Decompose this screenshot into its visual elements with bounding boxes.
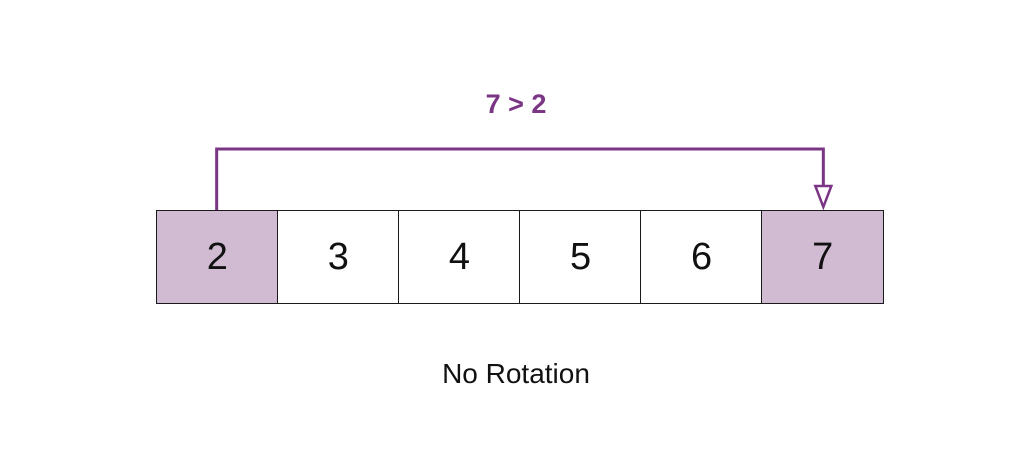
cell-value: 3 <box>327 235 349 278</box>
array-cell: 2 <box>156 210 279 304</box>
comparison-label: 7 > 2 <box>485 89 547 119</box>
caption: No Rotation <box>442 358 590 389</box>
array-row: 2 3 4 5 6 7 <box>156 210 884 304</box>
arrow-line <box>215 147 825 210</box>
cell-value: 2 <box>206 235 228 278</box>
array-cell: 3 <box>277 210 400 304</box>
cell-value: 4 <box>448 235 471 278</box>
array-cell: 4 <box>398 210 521 304</box>
cell-value: 5 <box>569 235 592 278</box>
array-cell: 5 <box>519 210 642 304</box>
arrow-head-icon <box>813 184 834 211</box>
array-cell: 7 <box>761 210 884 304</box>
cell-value: 7 <box>812 235 834 278</box>
cell-value: 6 <box>691 235 713 278</box>
array-cell: 6 <box>640 210 763 304</box>
